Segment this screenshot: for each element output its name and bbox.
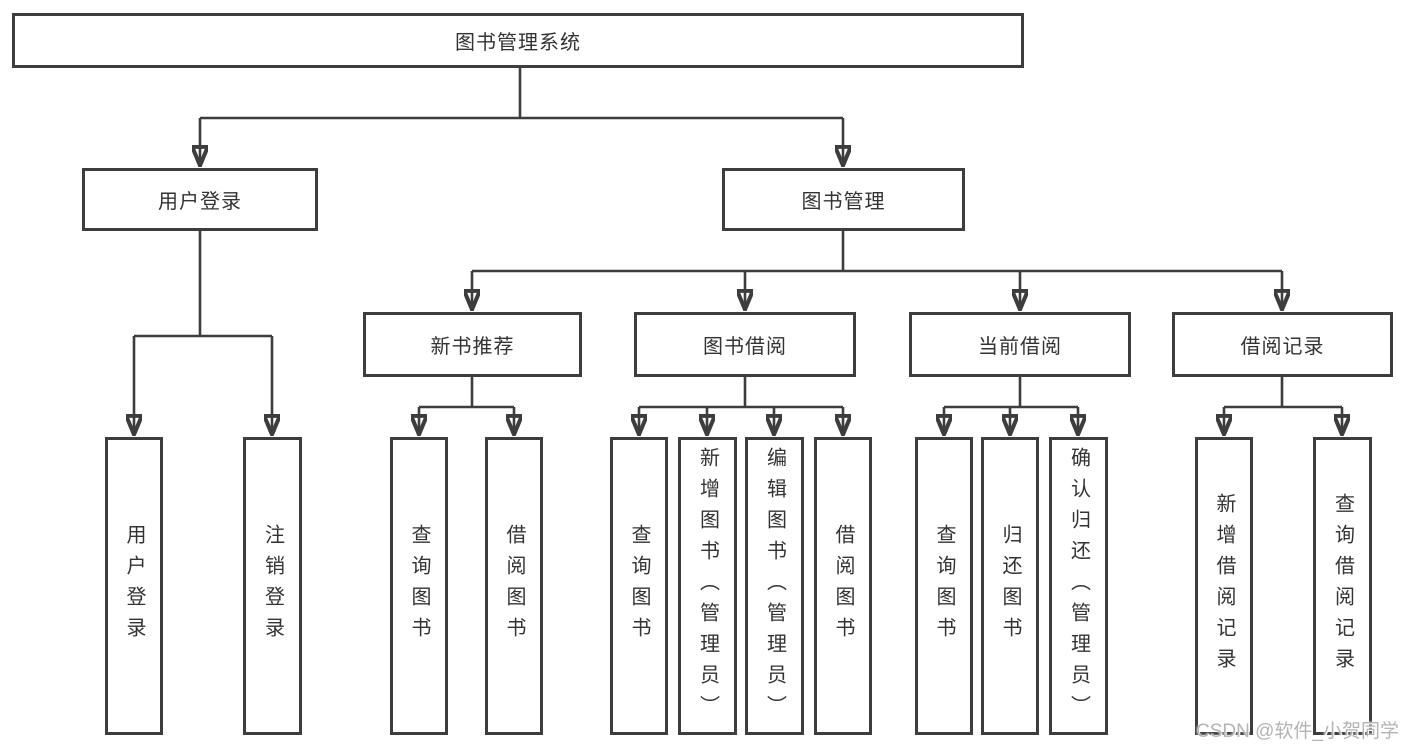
node-root-system: 图书管理系统 (12, 13, 1024, 68)
leaf-label: 查询借阅记录 (1331, 493, 1354, 679)
node-label: 当前借阅 (978, 336, 1062, 358)
leaf-label: 注销登录 (261, 524, 284, 648)
node-label: 借阅记录 (1240, 336, 1325, 358)
leaf-user-login: 用户登录 (105, 437, 163, 735)
leaf-recommend-borrow-books: 借阅图书 (485, 437, 543, 735)
node-new-book-recommend: 新书推荐 (363, 312, 582, 377)
leaf-add-borrow-record: 新增借阅记录 (1195, 437, 1253, 735)
node-book-management: 图书管理 (722, 168, 965, 231)
leaf-label: 编辑图书（管理员） (763, 446, 786, 726)
csdn-watermark: CSDN @软件_小贺同学 (1196, 721, 1399, 742)
leaf-logout: 注销登录 (243, 437, 302, 735)
leaf-return-books: 归还图书 (981, 437, 1039, 735)
leaf-label: 查询图书 (933, 524, 955, 648)
leaf-borrow-books: 借阅图书 (814, 437, 872, 735)
node-label: 新书推荐 (430, 336, 515, 358)
leaf-edit-books-admin: 编辑图书（管理员） (745, 437, 804, 735)
node-label: 图书管理系统 (455, 32, 581, 54)
node-label: 图书管理 (801, 191, 886, 213)
leaf-label: 新增借阅记录 (1213, 493, 1235, 679)
node-label: 用户登录 (158, 191, 242, 213)
leaf-current-query-books: 查询图书 (915, 437, 973, 735)
leaf-label: 借阅图书 (832, 524, 854, 648)
node-book-borrow: 图书借阅 (634, 312, 856, 377)
node-user-login: 用户登录 (82, 168, 318, 231)
leaf-label: 新增图书（管理员） (696, 446, 719, 726)
leaf-recommend-query-books: 查询图书 (390, 437, 448, 735)
node-label: 图书借阅 (703, 336, 787, 358)
leaf-query-borrow-record: 查询借阅记录 (1313, 437, 1372, 735)
node-current-borrow: 当前借阅 (909, 312, 1131, 377)
leaf-add-books-admin: 新增图书（管理员） (678, 437, 737, 735)
leaf-label: 查询图书 (628, 524, 650, 648)
leaf-label: 借阅图书 (503, 524, 525, 648)
leaf-label: 确认归还（管理员） (1067, 446, 1090, 726)
leaf-label: 查询图书 (408, 524, 430, 648)
leaf-label: 归还图书 (999, 524, 1021, 648)
leaf-confirm-return-admin: 确认归还（管理员） (1049, 437, 1108, 735)
leaf-borrow-query-books: 查询图书 (610, 437, 668, 735)
leaf-label: 用户登录 (123, 524, 145, 648)
node-borrow-records: 借阅记录 (1172, 312, 1393, 377)
